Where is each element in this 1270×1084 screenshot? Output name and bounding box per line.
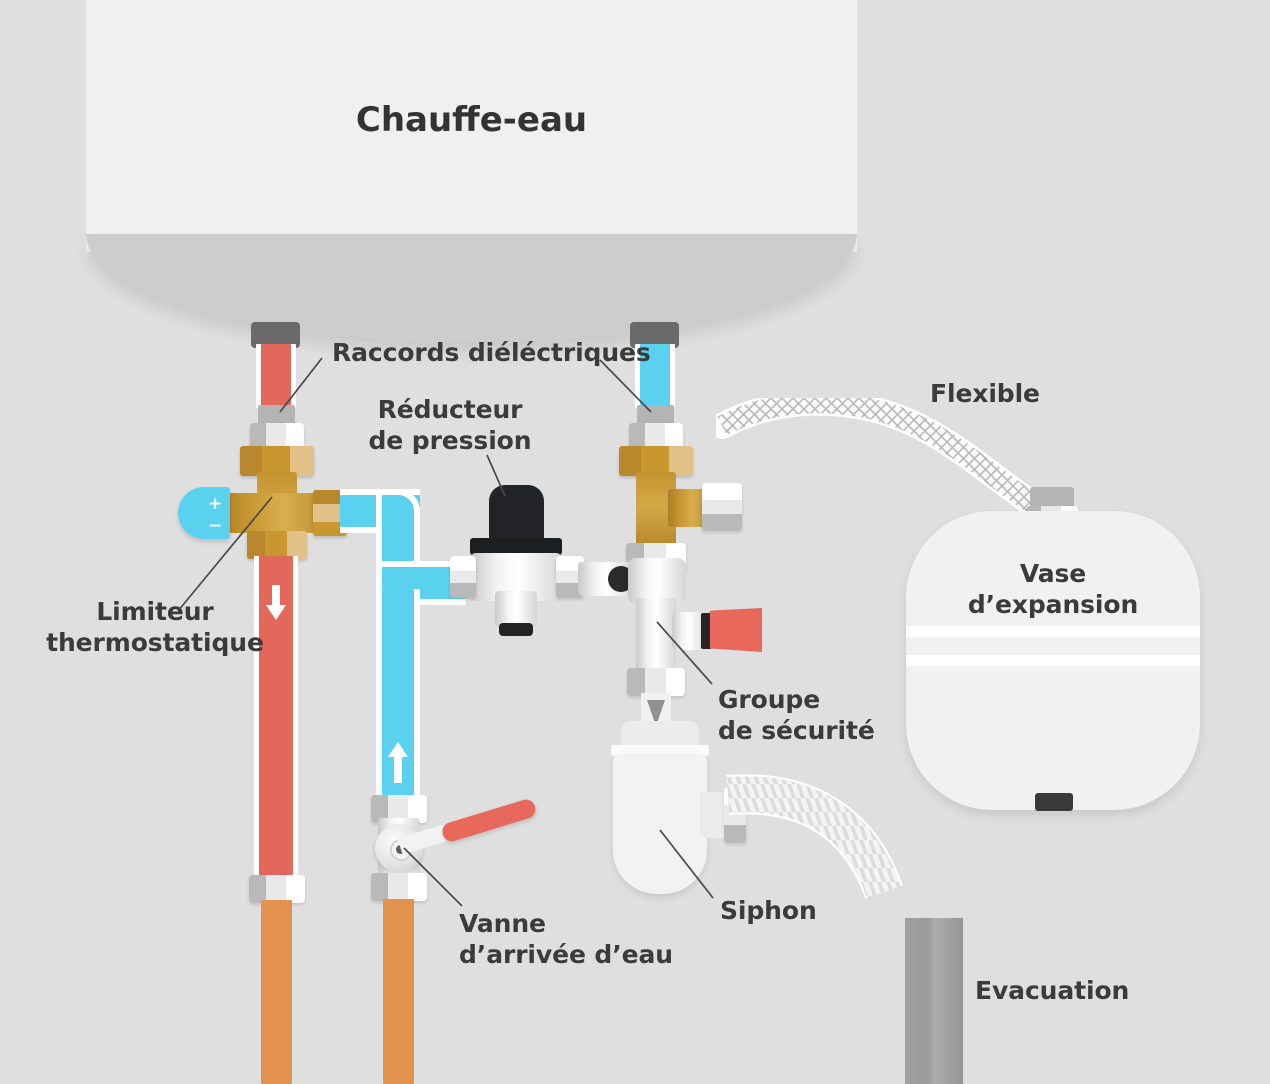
label-inlet-valve: Vanne d’arrivée d’eau [459,909,673,969]
label-pressure-reducer: Réducteur de pression [368,395,532,455]
water-heater-skirt [86,234,857,342]
water-heater-body [86,0,857,252]
evacuation-pipe [905,918,963,1084]
page-title: Chauffe-eau [355,100,588,140]
label-flexible-hose: Flexible [930,379,1040,408]
pressure-reducer-inlet-coupling [450,556,476,598]
limiter-top-nut [240,446,314,476]
safety-group-bottom-coupling [627,668,685,696]
flexible-hose [716,398,1049,516]
knob-plus-symbol: + [208,494,223,514]
pressure-reducer-neck [495,591,537,627]
expansion-vessel-label: Vase d’expansion [967,559,1139,619]
cold-flow-arrow-head [388,742,408,757]
expansion-vessel-foot [1035,793,1073,811]
siphon-bowl [613,754,707,894]
flexible-hose-nut [702,483,742,531]
cold-flow-arrow-stem [394,755,402,783]
limiter-right-nut [313,490,347,536]
pressure-reducer-outlet-coupling [556,556,584,598]
siphon-rim [611,745,709,756]
safety-group-body [628,558,686,604]
expansion-vessel-band-lower [906,655,1200,666]
label-safety-group: Groupe de sécurité [718,685,875,745]
pressure-reducer-flange [470,538,562,555]
drain-funnel-icon [647,700,665,726]
inlet-valve-top-coupling [371,795,427,823]
label-thermostatic-limiter: Limiteur thermostatique [46,597,264,657]
dielectric-union-right-coupling [629,423,683,450]
dielectric-union-left-coupling [250,423,304,450]
label-siphon: Siphon [720,896,817,925]
limiter-bottom-nut [247,531,307,559]
dielectric-union-right-ferrule [637,405,674,425]
safety-group-column [636,598,676,676]
inlet-valve-bottom-coupling [371,873,427,901]
inlet-valve-lever[interactable] [440,797,538,844]
dielectric-union-left-ferrule [258,405,295,425]
label-evacuation: Evacuation [975,976,1130,1005]
expansion-vessel-band-upper [906,626,1200,637]
hot-pipe-coupling [249,875,305,903]
cold-inlet-cap [630,322,679,348]
copper-pipe-cold [383,899,414,1084]
knob-minus-symbol: − [208,516,223,536]
safety-group-lever[interactable] [710,608,762,652]
hot-pipe-top [261,344,291,408]
copper-pipe-hot [261,900,292,1084]
hot-flow-arrow-stem [272,585,280,613]
label-dielectric-unions: Raccords diéléctriques [332,338,651,367]
thermostatic-limiter-knob[interactable]: + − [178,487,230,539]
pressure-reducer-bottom-cap [499,623,533,636]
cold-tee-top-nut [619,446,693,476]
corrugated-drain-hose [726,774,903,900]
hot-outlet-cap [251,322,300,348]
